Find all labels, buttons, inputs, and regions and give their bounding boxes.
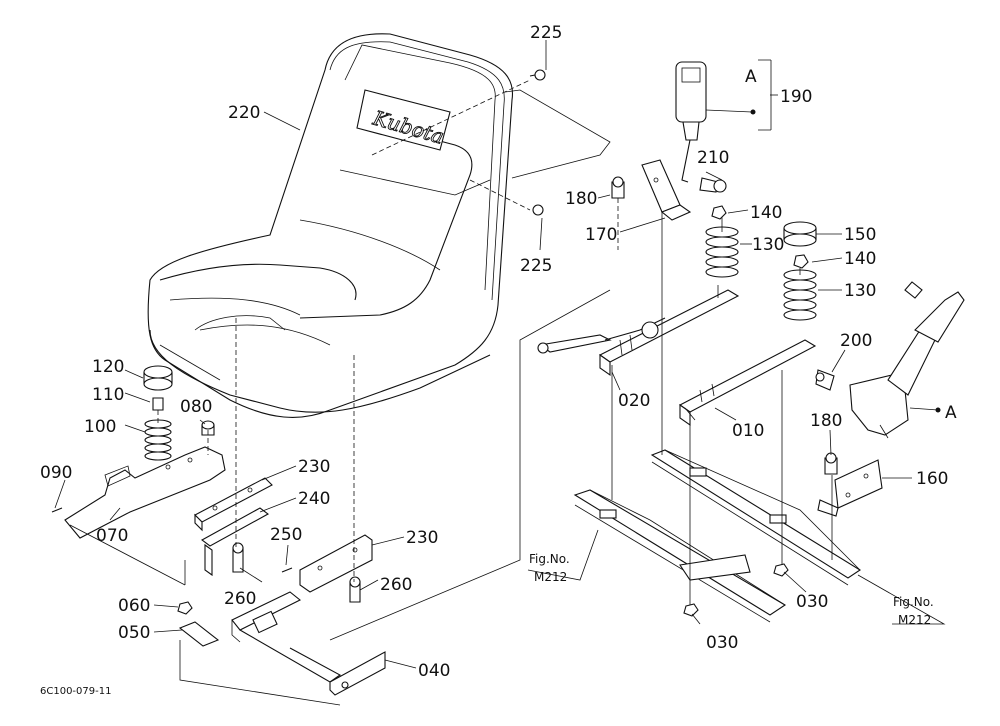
bracket-160 xyxy=(817,459,883,517)
base-rail-right xyxy=(650,449,862,586)
label-200: 200 xyxy=(840,331,872,351)
label-220: 220 xyxy=(228,103,260,123)
label-050: 050 xyxy=(118,623,150,643)
plate-050 xyxy=(178,621,220,647)
bolt-180-top xyxy=(611,176,625,199)
bolt-225-top xyxy=(529,69,546,81)
label-callout-a-right: A xyxy=(945,403,957,423)
buckle-assembly xyxy=(675,61,727,193)
boundary-line-center xyxy=(329,289,611,641)
base-bracket-040 xyxy=(231,591,386,696)
label-210: 210 xyxy=(697,148,729,168)
nut-060 xyxy=(177,601,193,615)
figure-id: 6C100-079-11 xyxy=(40,686,111,697)
plate-240 xyxy=(200,507,270,577)
ref-fig-number-left: M212 xyxy=(534,570,567,584)
slide-rail-010 xyxy=(678,339,817,427)
label-030-right: 030 xyxy=(796,592,828,612)
bolt-200 xyxy=(815,369,835,391)
pin-250 xyxy=(281,567,293,573)
label-180-right: 180 xyxy=(810,411,842,431)
label-020: 020 xyxy=(618,391,650,411)
label-240: 240 xyxy=(298,489,330,509)
spring-130-right xyxy=(783,269,817,321)
bolt-110 xyxy=(152,397,164,411)
label-230-top: 230 xyxy=(298,457,330,477)
label-180-top: 180 xyxy=(565,189,597,209)
bolt-260-right xyxy=(349,576,361,603)
label-010: 010 xyxy=(732,421,764,441)
label-130-right: 130 xyxy=(844,281,876,301)
label-070: 070 xyxy=(96,526,128,546)
label-150: 150 xyxy=(844,225,876,245)
label-080: 080 xyxy=(180,397,212,417)
label-225-side: 225 xyxy=(520,256,552,276)
ref-fig-label-right: Fig.No. xyxy=(893,595,934,609)
bracket-170 xyxy=(641,159,692,221)
label-260-right: 260 xyxy=(380,575,412,595)
label-030-bottom: 030 xyxy=(706,633,738,653)
bracket-230-right xyxy=(299,534,373,593)
leaders xyxy=(54,40,946,669)
slide-rail-020 xyxy=(537,285,740,377)
nut-030-bottom xyxy=(683,603,699,617)
label-140-right: 140 xyxy=(844,249,876,269)
bolt-180-right xyxy=(824,452,838,475)
belt-retractor xyxy=(849,281,965,439)
bracket-070 xyxy=(64,446,226,539)
label-callout-a-top: A xyxy=(745,67,757,87)
label-110: 110 xyxy=(92,385,124,405)
label-225-top: 225 xyxy=(530,23,562,43)
label-140-top: 140 xyxy=(750,203,782,223)
bolt-260-left xyxy=(232,542,244,573)
label-170: 170 xyxy=(585,225,617,245)
ref-fig-number-right: M212 xyxy=(898,613,931,627)
label-230-right: 230 xyxy=(406,528,438,548)
label-040: 040 xyxy=(418,661,450,681)
bolt-225-side xyxy=(532,204,544,216)
label-250: 250 xyxy=(270,525,302,545)
label-120: 120 xyxy=(92,357,124,377)
pin-090 xyxy=(51,507,63,513)
spring-130-left xyxy=(705,226,739,278)
label-190: 190 xyxy=(780,87,812,107)
seat-drawing: Kubota xyxy=(147,33,611,418)
boundary-line-left xyxy=(69,524,186,586)
label-130-top: 130 xyxy=(752,235,784,255)
bracket-230-left xyxy=(194,477,273,532)
cap-150 xyxy=(783,221,817,247)
cap-120 xyxy=(143,365,173,391)
label-090: 090 xyxy=(40,463,72,483)
ref-fig-label-left: Fig.No. xyxy=(529,552,570,566)
label-060: 060 xyxy=(118,596,150,616)
nut-140-left xyxy=(711,205,727,220)
label-100: 100 xyxy=(84,417,116,437)
spring-100 xyxy=(144,419,172,461)
label-160: 160 xyxy=(916,469,948,489)
nut-140-right xyxy=(793,254,809,269)
label-260-left: 260 xyxy=(224,589,256,609)
base-rail-left xyxy=(573,489,787,623)
